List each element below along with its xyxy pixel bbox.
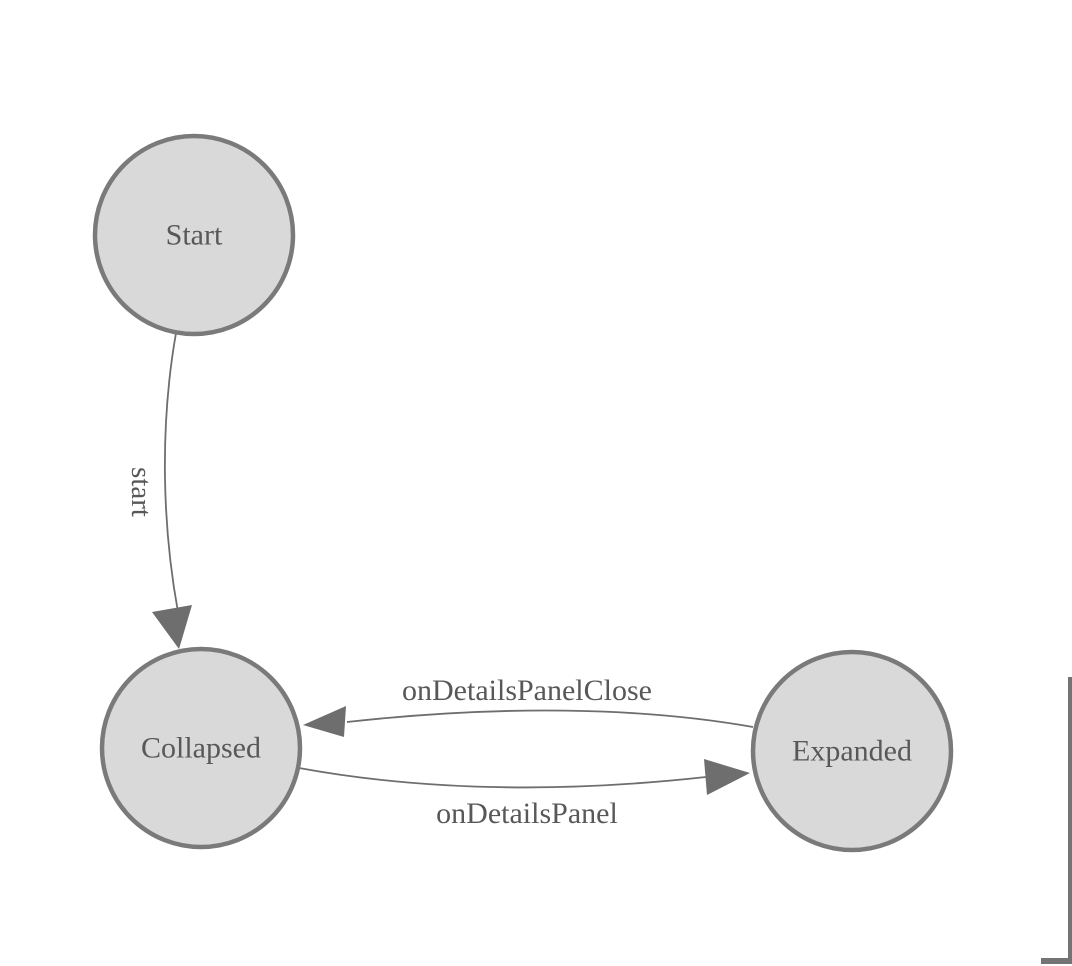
arrowhead-icon xyxy=(704,759,750,795)
state-node-collapsed[interactable]: Collapsed xyxy=(99,646,303,850)
edge-line xyxy=(298,767,707,789)
edge-line xyxy=(346,709,754,728)
state-circle xyxy=(92,133,296,337)
state-node-expanded[interactable]: Expanded xyxy=(750,649,954,853)
arrowhead-icon xyxy=(152,605,192,649)
edge-label-ondetailspanel: onDetailsPanel xyxy=(436,797,618,830)
state-circle xyxy=(99,646,303,850)
transition-edge-ondetailspanel: onDetailsPanel xyxy=(298,759,750,830)
arrowhead-icon xyxy=(303,706,346,737)
state-label: Collapsed xyxy=(141,732,261,765)
state-node-start[interactable]: Start xyxy=(92,133,296,337)
vertical-scrollbar-thumb[interactable] xyxy=(1068,677,1072,963)
edge-line xyxy=(164,332,179,613)
transition-edge-ondetailspanelclose: onDetailsPanelClose xyxy=(303,674,754,737)
horizontal-scrollbar-thumb[interactable] xyxy=(1041,958,1072,964)
edge-label-start: start xyxy=(125,467,157,517)
state-label: Expanded xyxy=(792,735,912,768)
state-circle xyxy=(750,649,954,853)
transition-edge-start: start xyxy=(125,332,192,649)
edge-label-ondetailspanelclose: onDetailsPanelClose xyxy=(402,674,652,707)
state-label: Start xyxy=(166,219,223,252)
